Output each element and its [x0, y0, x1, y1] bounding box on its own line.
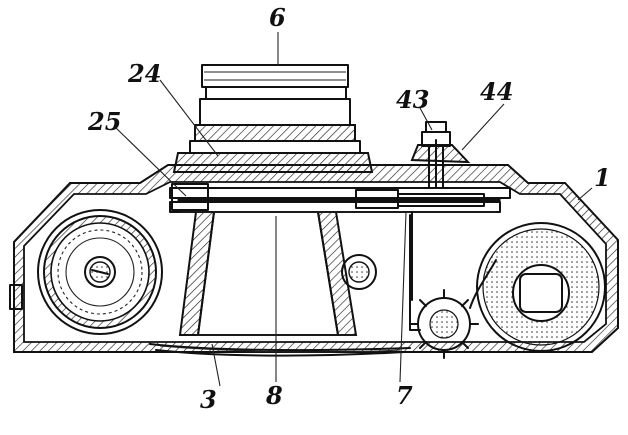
shutter-shaft — [341, 254, 377, 290]
numeral-8: 8 — [265, 381, 283, 410]
numeral-25: 25 — [87, 107, 121, 136]
release-button — [410, 121, 471, 189]
reference-numerals: 6 24 25 43 44 1 3 8 7 — [87, 3, 611, 414]
takeup-spool — [476, 222, 606, 352]
numeral-6: 6 — [269, 3, 286, 32]
pressure-plate — [149, 343, 411, 357]
supply-spool — [37, 209, 163, 335]
numeral-7: 7 — [396, 381, 413, 410]
lens-assembly — [172, 64, 374, 173]
numeral-24: 24 — [127, 59, 161, 88]
leader-lines — [115, 32, 593, 387]
image-chamber — [178, 211, 358, 336]
sprocket-wheel — [409, 289, 479, 359]
film-path — [409, 211, 497, 331]
numeral-1: 1 — [594, 163, 611, 192]
numeral-43: 43 — [396, 85, 429, 114]
left-end-latch — [9, 284, 23, 310]
numeral-44: 44 — [480, 77, 513, 106]
shutter-rails — [169, 183, 511, 213]
numeral-3: 3 — [200, 385, 217, 414]
